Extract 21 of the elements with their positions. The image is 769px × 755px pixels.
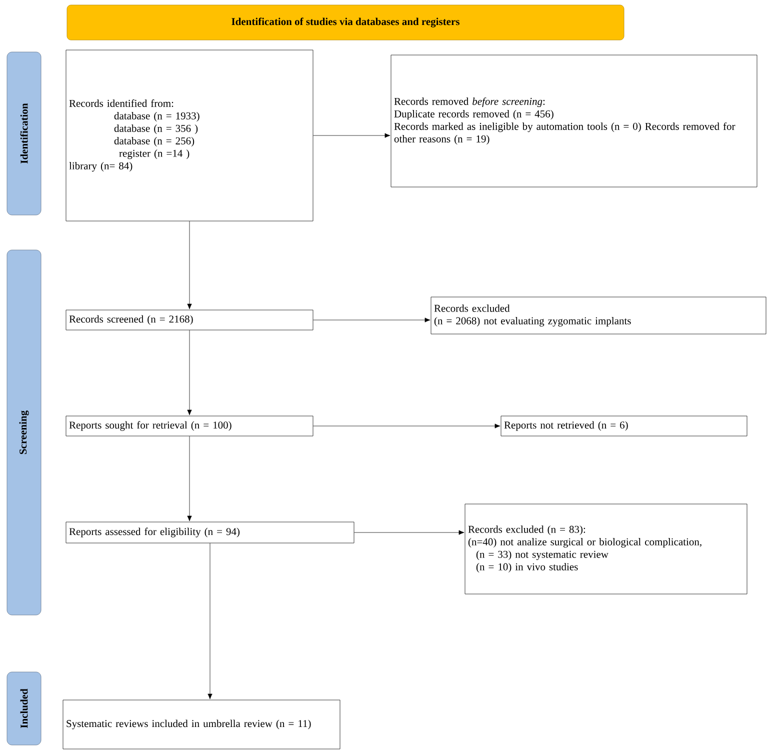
process-box: Reports not retrieved (n = 6) xyxy=(500,416,748,436)
process-box: Records excluded (n = 83): (n=40) not analize surgical or biological complication, (n = 33) not systematic review (n = 10) in vivo studies xyxy=(464,504,748,594)
process-box: Reports assessed for eligibility (n = 94) xyxy=(66,522,354,544)
process-box: Records removed before screening: Duplicate records removed (n = 456) Records marked as ineligible by automation tools (n = 0) Records removed for other reasons (n = 19) xyxy=(390,54,758,188)
arrow xyxy=(313,133,390,138)
stage-band: Identification xyxy=(6,52,42,216)
process-box: Records identified from: database (n = 1933) database (n = 356 ) database (n = 256) register (n =14 ) library (n= 84) xyxy=(66,50,314,222)
stage-band: Screening xyxy=(6,250,42,616)
header-band: Identification of studies via databases and registers xyxy=(66,4,624,40)
process-box: Reports sought for retrieval (n = 100) xyxy=(66,416,314,436)
arrow xyxy=(187,221,192,310)
process-box: Systematic reviews included in umbrella review (n = 11) xyxy=(62,700,340,750)
process-box: Records excluded (n = 2068) not evaluating zygomatic implants xyxy=(430,296,766,334)
stage-band: Included xyxy=(6,672,42,746)
arrow xyxy=(208,543,212,700)
arrow xyxy=(354,530,464,535)
process-box: Records screened (n = 2168) xyxy=(66,310,314,330)
arrow xyxy=(187,330,192,416)
arrow xyxy=(187,436,192,522)
arrow xyxy=(313,424,500,428)
arrow xyxy=(313,318,430,322)
